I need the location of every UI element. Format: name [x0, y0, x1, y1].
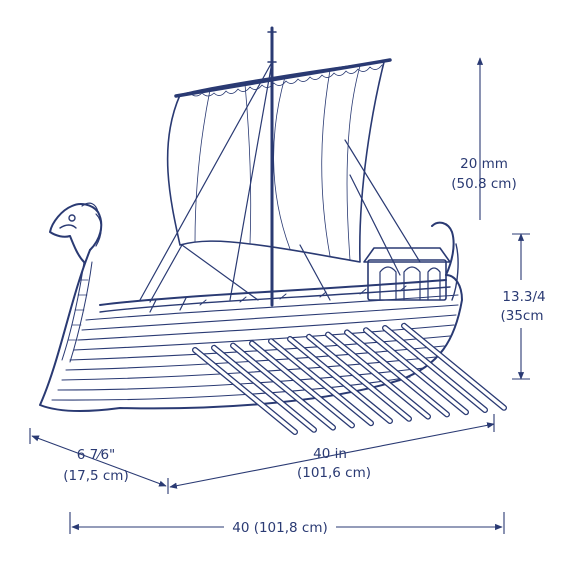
hull	[39, 249, 463, 412]
rigging-lines	[139, 61, 421, 303]
mast-height-metric-label: (50.8 cm)	[451, 176, 516, 192]
oar	[230, 342, 336, 431]
oar	[211, 344, 317, 433]
dimension-bow-overhang: 6 7⁄6" (17,5 cm)	[29, 428, 169, 494]
mast-height-label: 20 mm	[460, 156, 508, 172]
bow-overhang-metric-label: (17,5 cm)	[63, 468, 128, 484]
sail	[166, 61, 385, 263]
bow-overhang-label: 6 7⁄6"	[77, 447, 116, 463]
hull-height-label: 13.3/4	[502, 289, 545, 305]
mast	[267, 26, 277, 307]
oar	[401, 322, 507, 411]
oar	[287, 336, 393, 424]
oar	[249, 340, 355, 429]
overall-length-label: 40 (101,8 cm)	[232, 520, 328, 536]
dimension-overall-length: 40 (101,8 cm)	[69, 512, 505, 536]
oar	[306, 333, 412, 422]
oar	[344, 329, 450, 418]
dimension-mast-height: 20 mm (50.8 cm)	[451, 57, 517, 220]
hull-height-metric-label: (35cm	[500, 308, 543, 324]
oar	[325, 331, 431, 420]
dimension-hull-length: 40 in (101,6 cm)	[169, 414, 495, 489]
oars	[192, 322, 507, 435]
oar	[363, 327, 469, 416]
oar	[192, 347, 298, 435]
stern-cabin	[363, 247, 451, 301]
oar	[268, 338, 374, 427]
stern-post	[431, 221, 459, 301]
oar	[382, 325, 488, 413]
dragon-head-prow	[49, 202, 103, 363]
hull-length-metric-label: (101,6 cm)	[297, 465, 371, 481]
hull-length-label: 40 in	[313, 446, 347, 462]
dimension-hull-height: 13.3/4 (35cm	[500, 233, 546, 380]
